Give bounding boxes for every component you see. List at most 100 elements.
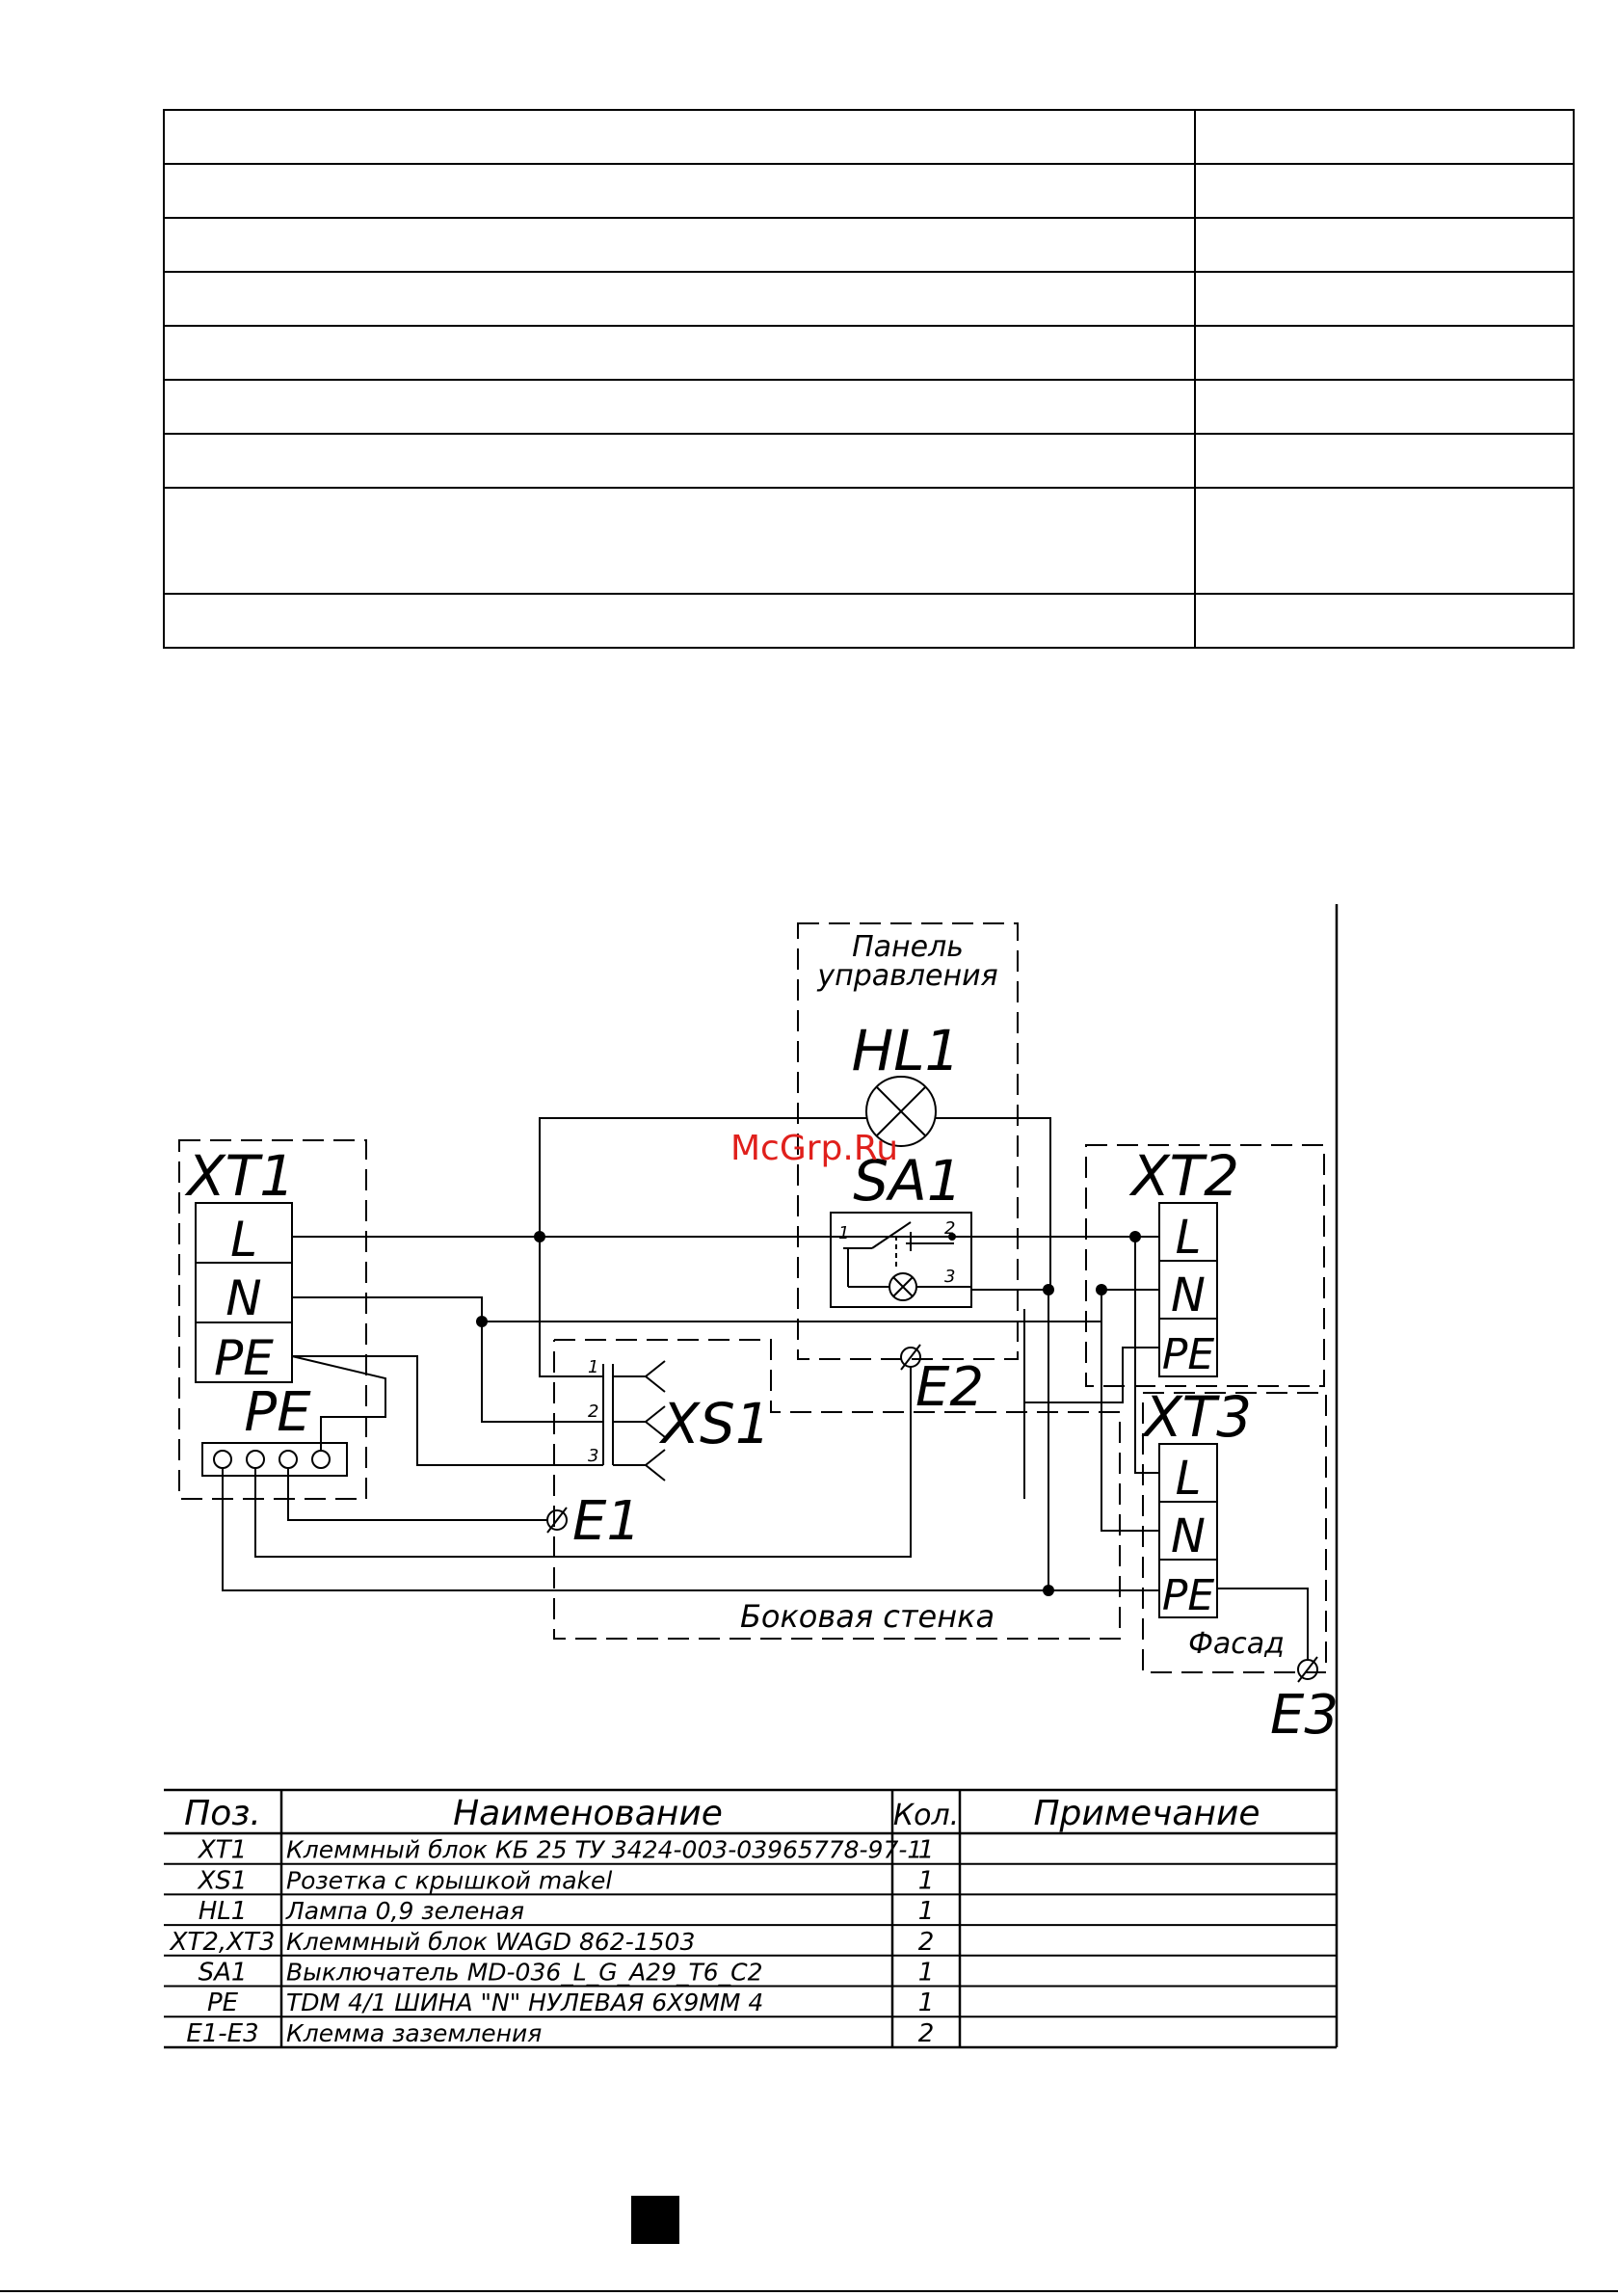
parts-cell-pos: PE [207,1989,239,2017]
xs1-label: XS1 [658,1391,770,1456]
top-table-cell-right [1194,271,1575,327]
parts-cell-qty: 2 [918,1928,935,1957]
bottom-rule [0,2290,1618,2292]
parts-cell-pos: XT2,XT3 [169,1928,276,1957]
e3-label: E3 [1270,1684,1339,1747]
top-table-row [163,217,1575,273]
xt2-enclosure [1085,1144,1325,1387]
sa1-label: SA1 [853,1148,962,1214]
top-table-row [163,433,1575,489]
top-table-row [163,487,1575,595]
top-table-cell-left [163,379,1196,435]
top-table-cell-left [163,487,1196,595]
xt1-pe: PE [214,1330,274,1386]
socket-icon: 1 2 3 [588,1357,666,1482]
parts-cell-name: Клемма заземления [286,2019,542,2047]
top-table-cell-left [163,109,1196,165]
ground-clamp-e1-icon [546,1507,568,1534]
lamp-icon [865,1076,937,1147]
xt3-n: N [1171,1509,1206,1563]
parts-cell-qty: 1 [918,1959,935,1988]
top-table-cell-right [1194,163,1575,219]
xt1-label: XT1 [184,1143,295,1209]
header-pos: Поз. [184,1794,261,1833]
switch-icon: 1 2 3 [830,1212,972,1308]
xt3-enclosure [1142,1392,1327,1673]
top-table-cell-right [1194,379,1575,435]
parts-cell-pos: XT1 [197,1836,247,1865]
top-table-row [163,163,1575,219]
xt2-label: XT2 [1128,1143,1239,1209]
control-panel-enclosure [797,922,1019,1360]
e1-label: E1 [572,1490,641,1553]
sa1-pin1: 1 [838,1223,849,1243]
xt1-n: N [225,1270,261,1326]
top-table-row [163,325,1575,381]
top-table-cell-right [1194,433,1575,489]
xt2-terminal-block: L N PE [1158,1202,1218,1379]
top-table-row [163,593,1575,649]
parts-cell-qty: 1 [918,1897,935,1926]
xt3-l: L [1176,1452,1202,1506]
parts-cell-qty: 1 [918,1989,935,2017]
xt1-terminal-block: L N PE [195,1202,293,1386]
pe-bus [201,1442,348,1477]
header-qty: Кол. [893,1799,959,1832]
watermark-logo: McGrp.Ru [730,1129,898,1168]
parts-cell-pos: SA1 [199,1959,248,1988]
top-table-row [163,271,1575,327]
top-table-cell-left [163,593,1196,649]
sa1-pin3: 3 [944,1267,955,1287]
xt2-n: N [1171,1268,1206,1322]
top-table-cell-left [163,325,1196,381]
top-table-cell-right [1194,325,1575,381]
parts-cell-qty: 1 [918,1836,935,1865]
parts-cell-name: TDM 4/1 ШИНА "N" НУЛЕВАЯ 6Х9ММ 4 [286,1989,763,2016]
xt3-pe: PE [1162,1571,1215,1620]
xs1-pin1: 1 [588,1357,598,1377]
junction-dots [476,1231,1141,1596]
top-table-cell-left [163,217,1196,273]
xt1-l: L [230,1212,257,1268]
parts-cell-pos: XS1 [197,1866,248,1895]
top-table-cell-left [163,163,1196,219]
pe-bus-label: PE [244,1381,311,1444]
hl1-label: HL1 [852,1018,961,1083]
top-table-cell-right [1194,593,1575,649]
xt3-terminal-block: L N PE [1158,1443,1218,1620]
e2-label: E2 [915,1356,984,1419]
top-table-cell-right [1194,217,1575,273]
top-table-cell-right [1194,109,1575,165]
xt2-l: L [1176,1211,1202,1265]
top-table-row [163,379,1575,435]
panel-label-line2: управления [816,959,997,993]
empty-top-table [163,109,1575,649]
parts-cell-name: Клеммный блок WAGD 862-1503 [286,1928,695,1956]
parts-cell-name: Розетка с крышкой makel [286,1866,612,1894]
top-table-cell-right [1194,487,1575,595]
side-wall-label: Боковая стенка [740,1598,995,1635]
parts-cell-name: Выключатель MD-036_L_G_A29_T6_C2 [286,1959,763,1987]
parts-cell-pos: HL1 [199,1897,248,1926]
top-table-row [163,109,1575,165]
xt3-label: XT3 [1141,1384,1252,1450]
xt2-pe: PE [1162,1330,1215,1379]
xt1-enclosure [178,1139,367,1500]
facade-label: Фасад [1188,1627,1285,1661]
top-table-cell-left [163,433,1196,489]
top-table-cell-left [163,271,1196,327]
header-note: Примечание [1033,1794,1260,1833]
header-name: Наименование [453,1794,723,1833]
parts-cell-name: Лампа 0,9 зеленая [285,1897,524,1925]
xs1-pin3: 3 [588,1446,598,1466]
side-wall-enclosure [553,1339,1121,1640]
parts-cell-qty: 2 [918,2019,935,2048]
xs1-pin2: 2 [588,1402,598,1422]
sa1-pin2: 2 [944,1218,955,1239]
parts-cell-name: Клеммный блок КБ 25 ТУ 3424-003-03965778… [286,1836,922,1864]
page-number-marker [631,2196,679,2244]
wiring [222,1117,1309,1660]
panel-label-line1: Панель [852,930,964,964]
